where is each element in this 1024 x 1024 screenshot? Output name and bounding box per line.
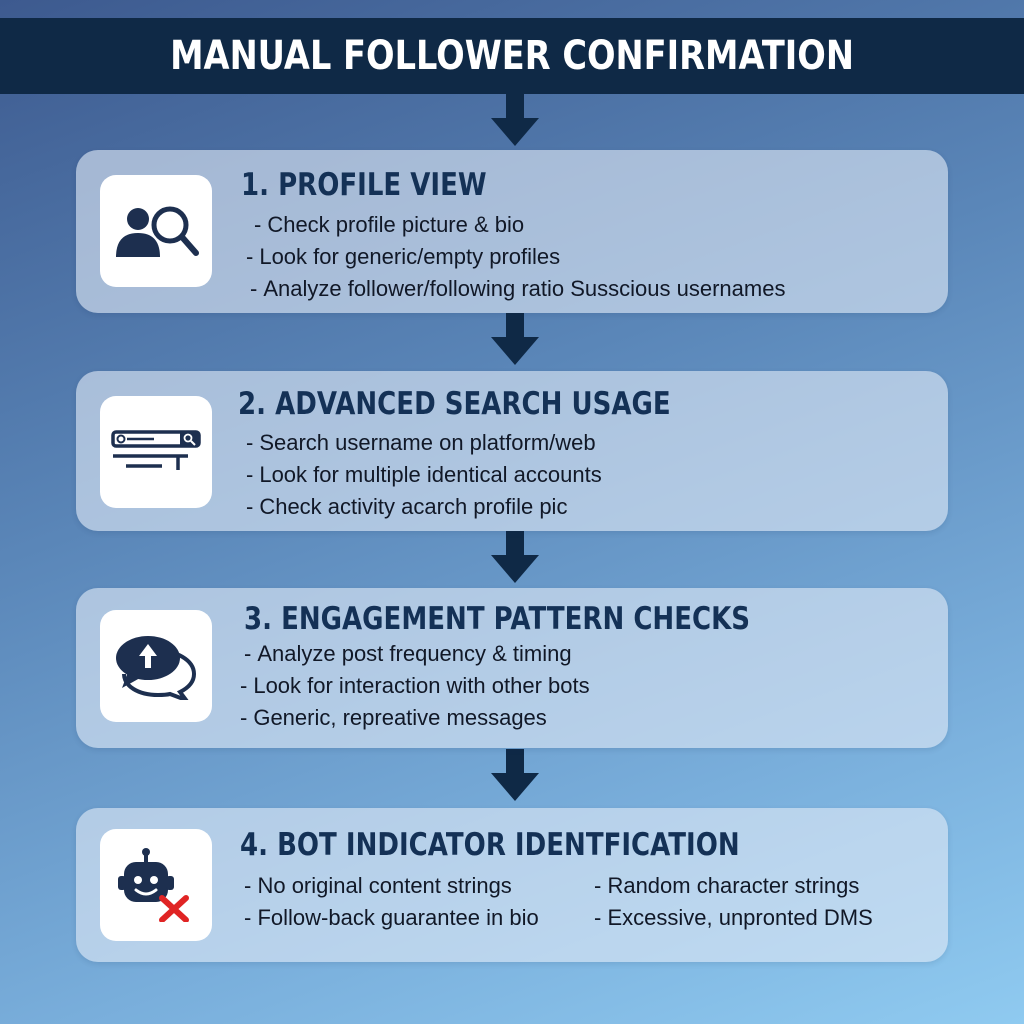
list-item: -Generic, repreative messages [240, 705, 547, 730]
bot-indicator-right: - Random character strings [594, 873, 860, 898]
step-heading: 4. BOT INDICATOR IDENTFICATION [240, 827, 740, 863]
step-card-advanced-search: 2. ADVANCED SEARCH USAGE -Search usernam… [76, 371, 948, 531]
list-item: -Check profile picture & bio [254, 212, 525, 237]
list-item: - Excessive, unpronted DMS [594, 902, 873, 934]
profile-search-icon [100, 175, 212, 287]
step-card-bot-indicator: 4. BOT INDICATOR IDENTFICATION - No orig… [76, 808, 948, 962]
step-heading: 1. PROFILE VIEW [241, 167, 487, 203]
flow-arrow-2 [491, 313, 539, 365]
step-card-profile-view: 1. PROFILE VIEW -Check profile picture &… [76, 150, 948, 313]
list-item: - Follow-back guarantee in bio [244, 902, 539, 934]
list-item: -Look for generic/empty profiles [246, 244, 561, 269]
step-card-engagement: 3. ENGAGEMENT PATTERN CHECKS -Analyze po… [76, 588, 948, 748]
list-item: -Look for multiple identical accounts [246, 462, 602, 487]
bot-indicator-left: - Follow-back guarantee in bio [244, 905, 539, 930]
bot-indicator-left: - No original content strings [244, 873, 512, 898]
list-item: - Random character strings [594, 870, 859, 902]
bot-indicator-right: - Excessive, unpronted DMS [594, 905, 873, 930]
step-heading: 3. ENGAGEMENT PATTERN CHECKS [244, 601, 751, 637]
list-item: -Search username on platform/web [246, 430, 596, 455]
list-item: - No original content strings [244, 870, 512, 902]
title-bar: MANUAL FOLLOWER CONFIRMATION [0, 18, 1024, 94]
list-item: -Analyze post frequency & timing [244, 641, 572, 666]
flow-arrow-3 [491, 531, 539, 583]
step-bullet-list: -Search username on platform/web -Look f… [246, 427, 602, 523]
step-bullet-list: -Analyze post frequency & timing -Look f… [240, 638, 590, 734]
step-heading: 2. ADVANCED SEARCH USAGE [238, 386, 671, 422]
page-title: MANUAL FOLLOWER CONFIRMATION [170, 33, 854, 79]
bot-cross-icon [100, 829, 212, 941]
list-item: -Check activity acarch profile pic [246, 494, 568, 519]
chat-bubbles-icon [100, 610, 212, 722]
flow-arrow-4 [491, 749, 539, 801]
flow-arrow-1 [491, 94, 539, 146]
search-bar-icon [100, 396, 212, 508]
list-item: -Analyze follower/following ratio Sussci… [250, 276, 786, 301]
list-item: -Look for interaction with other bots [240, 673, 590, 698]
step-bullet-list: -Check profile picture & bio -Look for g… [246, 209, 785, 305]
